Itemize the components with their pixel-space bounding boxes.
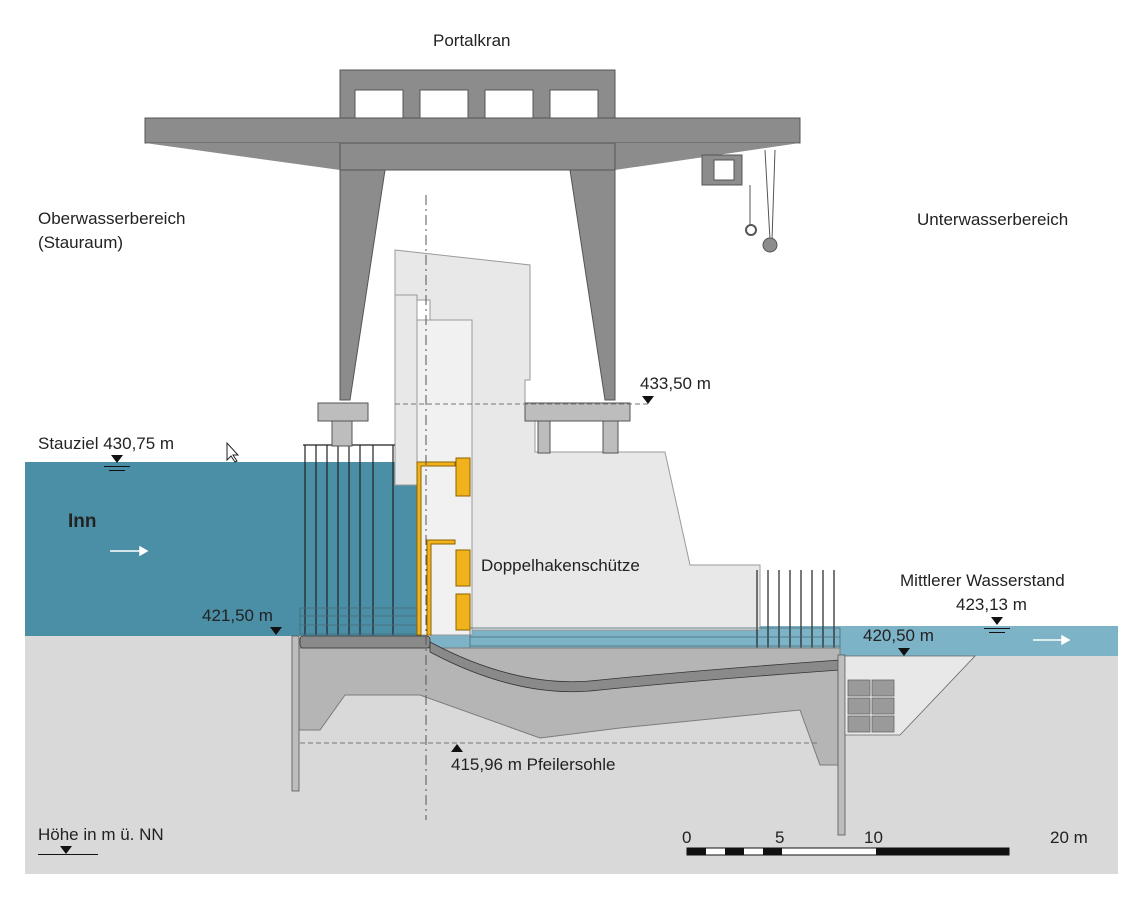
scale-bar xyxy=(686,847,1010,856)
elev-423-marker-icon xyxy=(991,617,1003,625)
label-inn: Inn xyxy=(68,511,97,532)
label-elev-433: 433,50 m xyxy=(640,374,711,393)
sheet-pile-downstream xyxy=(837,654,846,836)
riprap xyxy=(844,655,976,736)
rail-supports xyxy=(317,402,631,454)
elev-421-marker-icon xyxy=(270,627,282,635)
label-oberwasser: Oberwasserbereich xyxy=(38,209,186,228)
downstream-water xyxy=(840,626,1118,656)
stauziel-marker-icon xyxy=(111,455,123,463)
scale-tick-5: 5 xyxy=(775,828,785,847)
flow-arrow-downstream-icon xyxy=(1033,634,1071,646)
pier-body xyxy=(394,249,761,631)
upstream-piles xyxy=(303,444,395,635)
label-portalkran: Portalkran xyxy=(433,31,511,50)
label-elev-421: 421,50 m xyxy=(202,606,273,625)
stauziel-waterline-2 xyxy=(109,470,125,471)
elev-433-marker-icon xyxy=(642,396,654,404)
label-elev-420: 420,50 m xyxy=(863,626,934,645)
label-hoehe: Höhe in m ü. NN xyxy=(38,825,164,844)
scale-tick-0: 0 xyxy=(682,828,692,847)
stauziel-waterline xyxy=(104,466,130,467)
elev-423-waterline xyxy=(984,628,1010,629)
sheet-pile-upstream xyxy=(291,635,300,792)
elev-423-waterline-2 xyxy=(989,632,1005,633)
scale-tick-10: 10 xyxy=(864,828,883,847)
hoehe-underline xyxy=(38,854,98,855)
label-schuetze: Doppelhakenschütze xyxy=(481,556,640,575)
scale-tick-20: 20 m xyxy=(1050,828,1088,847)
label-mittlerer: Mittlerer Wasserstand xyxy=(900,571,1065,590)
pfeilersohle-marker-icon xyxy=(451,744,463,752)
crane-trolley xyxy=(701,149,776,241)
pier-left-wall xyxy=(394,294,418,486)
label-stauziel: Stauziel 430,75 m xyxy=(38,434,175,453)
hoehe-marker-icon xyxy=(60,846,72,854)
flow-arrow-upstream-icon xyxy=(110,545,149,557)
label-unterwasser: Unterwasserbereich xyxy=(917,210,1069,229)
elev-420-marker-icon xyxy=(898,648,910,656)
downstream-piles xyxy=(756,570,835,660)
double-hook-gate xyxy=(416,457,471,636)
stone-chain xyxy=(299,635,841,693)
upstream-water xyxy=(25,462,425,636)
crane-windows xyxy=(354,89,599,119)
cursor-icon xyxy=(226,441,240,463)
hook-icon xyxy=(745,224,757,236)
label-elev-423: 423,13 m xyxy=(956,595,1027,614)
hook-block-icon xyxy=(762,237,778,253)
label-pfeilersohle: 415,96 m Pfeilersohle xyxy=(451,755,616,774)
label-stauraum: (Stauraum) xyxy=(38,233,124,252)
